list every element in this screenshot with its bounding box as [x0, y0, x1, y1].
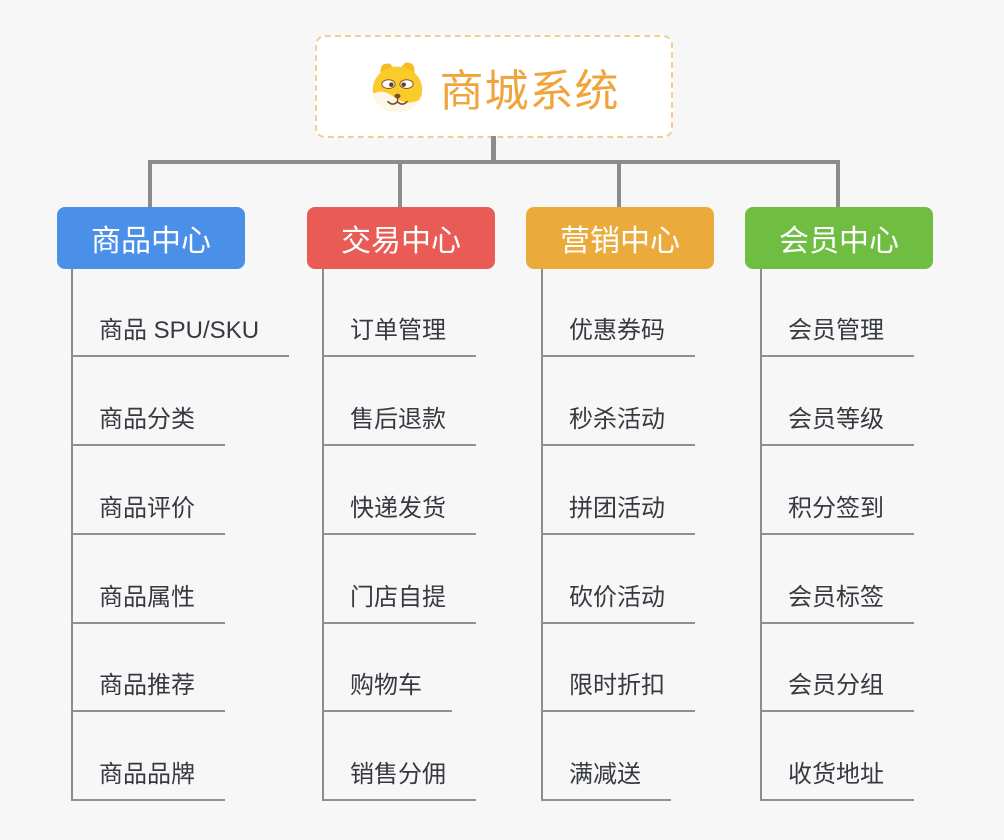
dog-face-icon: [369, 59, 426, 114]
branch-item[interactable]: 秒杀活动: [541, 403, 695, 446]
branch-item[interactable]: 商品推荐: [71, 669, 225, 712]
branch-item[interactable]: 商品评价: [71, 492, 225, 535]
branch-header-trade-center[interactable]: 交易中心: [307, 207, 495, 269]
branch-item[interactable]: 会员等级: [760, 403, 914, 446]
branch-item[interactable]: 优惠券码: [541, 314, 695, 357]
branch-item[interactable]: 售后退款: [322, 403, 476, 446]
connector-bus: [148, 160, 840, 164]
branch-item[interactable]: 砍价活动: [541, 581, 695, 624]
branch-item[interactable]: 拼团活动: [541, 492, 695, 535]
branch-header-marketing-center[interactable]: 营销中心: [526, 207, 714, 269]
branch-item[interactable]: 订单管理: [322, 314, 476, 357]
connector-drop-member: [836, 160, 840, 207]
branch-item[interactable]: 商品 SPU/SKU: [71, 314, 290, 357]
branch-header-goods-center[interactable]: 商品中心: [57, 207, 245, 269]
branch-item[interactable]: 门店自提: [322, 581, 476, 624]
branch-item[interactable]: 购物车: [322, 669, 452, 712]
root-title: 商城系统: [439, 66, 620, 116]
branch-item[interactable]: 积分签到: [760, 492, 914, 535]
branch-item[interactable]: 会员分组: [760, 669, 914, 712]
root-node[interactable]: 商城系统: [315, 35, 673, 138]
branch-item[interactable]: 会员标签: [760, 581, 914, 624]
branch-item[interactable]: 会员管理: [760, 314, 914, 357]
branch-header-member-center[interactable]: 会员中心: [745, 207, 933, 269]
branch-item[interactable]: 销售分佣: [322, 758, 476, 801]
connector-drop-marketing: [617, 160, 621, 207]
branch-item[interactable]: 商品属性: [71, 581, 225, 624]
branch-item[interactable]: 满减送: [541, 758, 671, 801]
connector-drop-trade: [398, 160, 402, 207]
connector-root-drop: [491, 136, 496, 162]
connector-drop-goods: [148, 160, 152, 207]
branch-item[interactable]: 限时折扣: [541, 669, 695, 712]
branch-item[interactable]: 收货地址: [760, 758, 914, 801]
branch-item[interactable]: 商品分类: [71, 403, 225, 446]
branch-item[interactable]: 快递发货: [322, 492, 476, 535]
branch-item[interactable]: 商品品牌: [71, 758, 225, 801]
